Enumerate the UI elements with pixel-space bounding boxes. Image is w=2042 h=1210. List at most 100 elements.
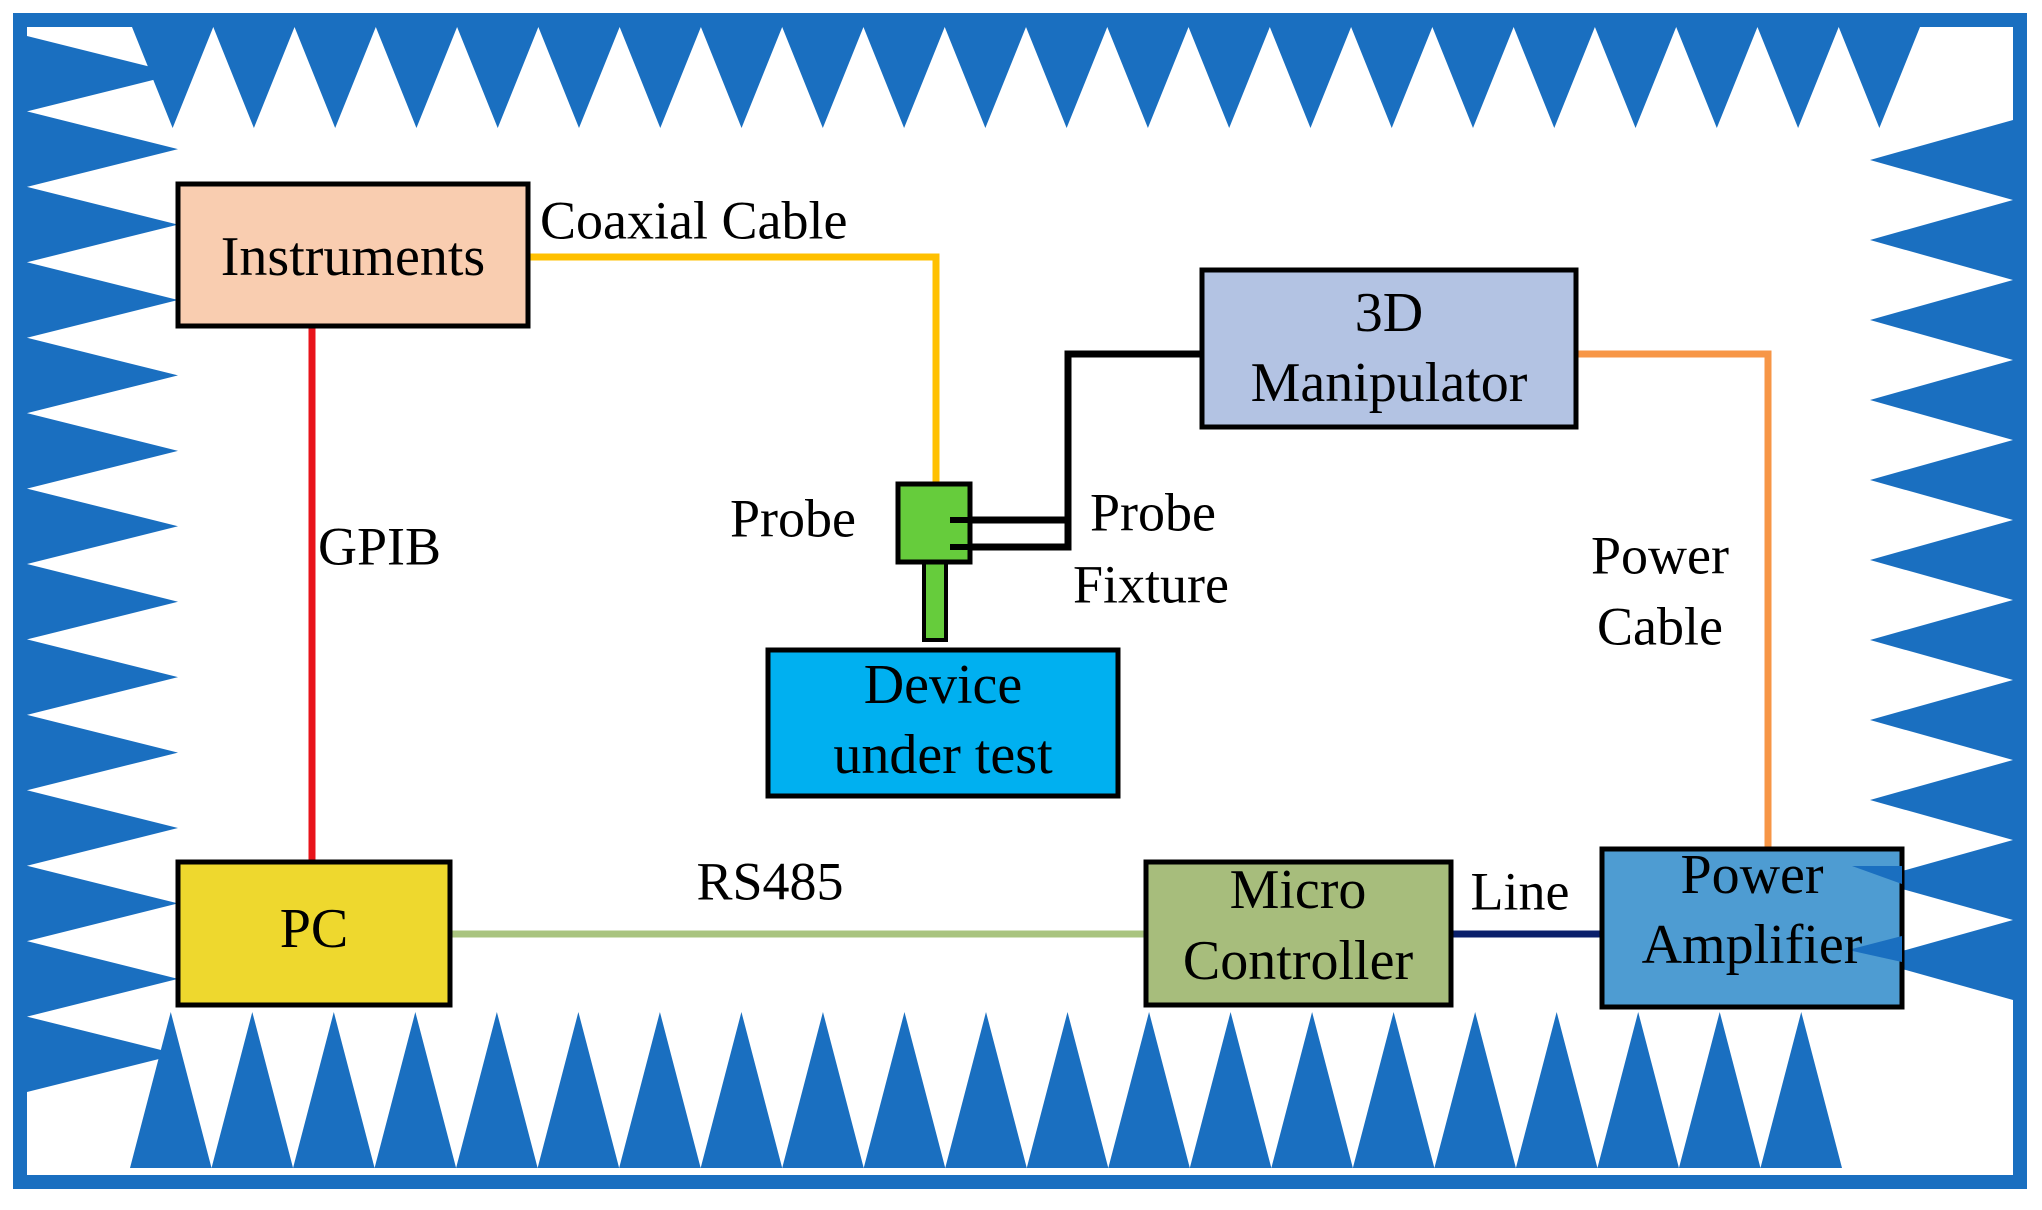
absorber-cone-top [294, 27, 376, 128]
absorber-cone-top [1513, 27, 1595, 128]
absorber-cone-top [1269, 27, 1352, 128]
absorber-cone-left [27, 714, 178, 791]
absorber-cone-top [782, 27, 864, 128]
absorber-cone-left [27, 186, 178, 263]
absorber-cone-left [27, 865, 178, 942]
absorber-cones [27, 27, 2013, 1168]
absorber-cone-right [1870, 600, 2013, 680]
probe-stem [922, 560, 948, 642]
coaxial-cable [528, 253, 940, 482]
probe-fixture-label-line1: Probe [1090, 482, 1216, 542]
absorber-cone-left [27, 941, 178, 1017]
absorber-cone-bottom [211, 1012, 294, 1168]
amplifier-label-line2: Amplifier [1642, 914, 1863, 976]
absorber-cone-bottom [700, 1012, 783, 1168]
absorber-cone-top [944, 27, 1026, 128]
absorber-cone-bottom [1352, 1012, 1435, 1168]
instruments-label: Instruments [221, 226, 485, 288]
absorber-cone-right [1870, 280, 2013, 360]
absorber-cone-bottom [782, 1012, 864, 1168]
amplifier-label-line1: Power [1680, 844, 1823, 906]
absorber-cone-left [27, 36, 178, 112]
absorber-cone-left [27, 337, 178, 414]
absorber-cone-top [538, 27, 620, 128]
absorber-cone-right [1870, 920, 2013, 1000]
absorber-cone-bottom [1597, 1012, 1679, 1168]
absorber-cone-left [27, 639, 178, 715]
absorber-overlap-upper [1852, 866, 1902, 884]
absorber-cone-bottom [945, 1012, 1027, 1168]
absorber-cone-bottom [1189, 1012, 1272, 1168]
absorber-cone-left [27, 111, 178, 187]
micro-controller-block [1143, 859, 1454, 1008]
absorber-cone-top [1432, 27, 1514, 128]
absorber-cone-bottom [863, 1012, 946, 1168]
absorber-cone-bottom [619, 1012, 701, 1168]
power-cable-label-line1: Power [1591, 525, 1729, 585]
absorber-cone-top [213, 27, 295, 128]
absorber-cone-right [1870, 440, 2013, 520]
power-cable [1578, 350, 1772, 849]
instruments-block [175, 181, 531, 329]
micro-label-line2: Controller [1183, 930, 1414, 992]
absorber-cone-bottom [1026, 1012, 1109, 1168]
power-amplifier-block [1599, 846, 1905, 1010]
coaxial-cable-label: Coaxial Cable [540, 190, 847, 250]
absorber-cone-top [1676, 27, 1758, 128]
absorber-cone-top [619, 27, 701, 128]
probe-fixture-label-line2: Fixture [1073, 554, 1229, 614]
rs485-label: RS485 [696, 851, 843, 911]
absorber-cone-right [1870, 520, 2013, 600]
absorber-cone-left [27, 262, 178, 338]
absorber-cone-bottom [374, 1012, 457, 1168]
absorber-cone-top [1188, 27, 1270, 128]
absorber-cone-bottom [537, 1012, 620, 1168]
pc-block [175, 859, 453, 1008]
absorber-cone-right [1870, 120, 2013, 200]
absorber-cone-top [457, 27, 539, 128]
absorber-cone-top [1838, 27, 1920, 128]
absorber-cone-bottom [130, 1012, 212, 1168]
line-label: Line [1471, 861, 1570, 921]
gpib-label: GPIB [318, 516, 441, 576]
absorber-cone-right [1870, 840, 2013, 920]
absorber-cone-top [132, 27, 214, 128]
probe-fixture-arm [950, 350, 1202, 551]
manipulator-label-line1: 3D [1355, 282, 1423, 344]
absorber-cone-bottom [1271, 1012, 1353, 1168]
dut-block [765, 647, 1121, 799]
absorber-cone-right [1870, 360, 2013, 440]
manipulator-block [1199, 267, 1579, 430]
absorber-overlap-lower [1848, 936, 1902, 962]
absorber-cone-bottom [1760, 1012, 1842, 1168]
absorber-cone-top [375, 27, 458, 128]
absorber-cone-top [863, 27, 945, 128]
absorber-cone-left [27, 1016, 178, 1092]
absorber-cone-right [1870, 680, 2013, 760]
manipulator-label-line2: Manipulator [1251, 352, 1528, 414]
absorber-cone-bottom [293, 1012, 375, 1168]
absorber-cone-top [700, 27, 783, 128]
absorber-cone-top [1594, 27, 1677, 128]
absorber-cone-bottom [1108, 1012, 1190, 1168]
absorber-cone-top [1757, 27, 1839, 128]
absorber-cone-bottom [1678, 1012, 1761, 1168]
absorber-cone-bottom [1515, 1012, 1598, 1168]
pc-label: PC [280, 898, 349, 960]
absorber-cone-left [27, 790, 178, 866]
absorber-cone-left [27, 488, 178, 564]
absorber-cone-right [1870, 200, 2013, 280]
absorber-cone-top [1351, 27, 1433, 128]
absorber-cone-bottom [1434, 1012, 1516, 1168]
dut-label-line1: Device [864, 654, 1023, 716]
probe-label: Probe [730, 488, 856, 548]
micro-label-line1: Micro [1230, 859, 1367, 921]
absorber-cone-right [1870, 760, 2013, 840]
absorber-cone-top [1107, 27, 1189, 128]
dut-label-line2: under test [833, 724, 1053, 786]
absorber-cone-bottom [456, 1012, 538, 1168]
absorber-cone-top [1026, 27, 1108, 128]
power-cable-label-line2: Cable [1597, 596, 1723, 656]
